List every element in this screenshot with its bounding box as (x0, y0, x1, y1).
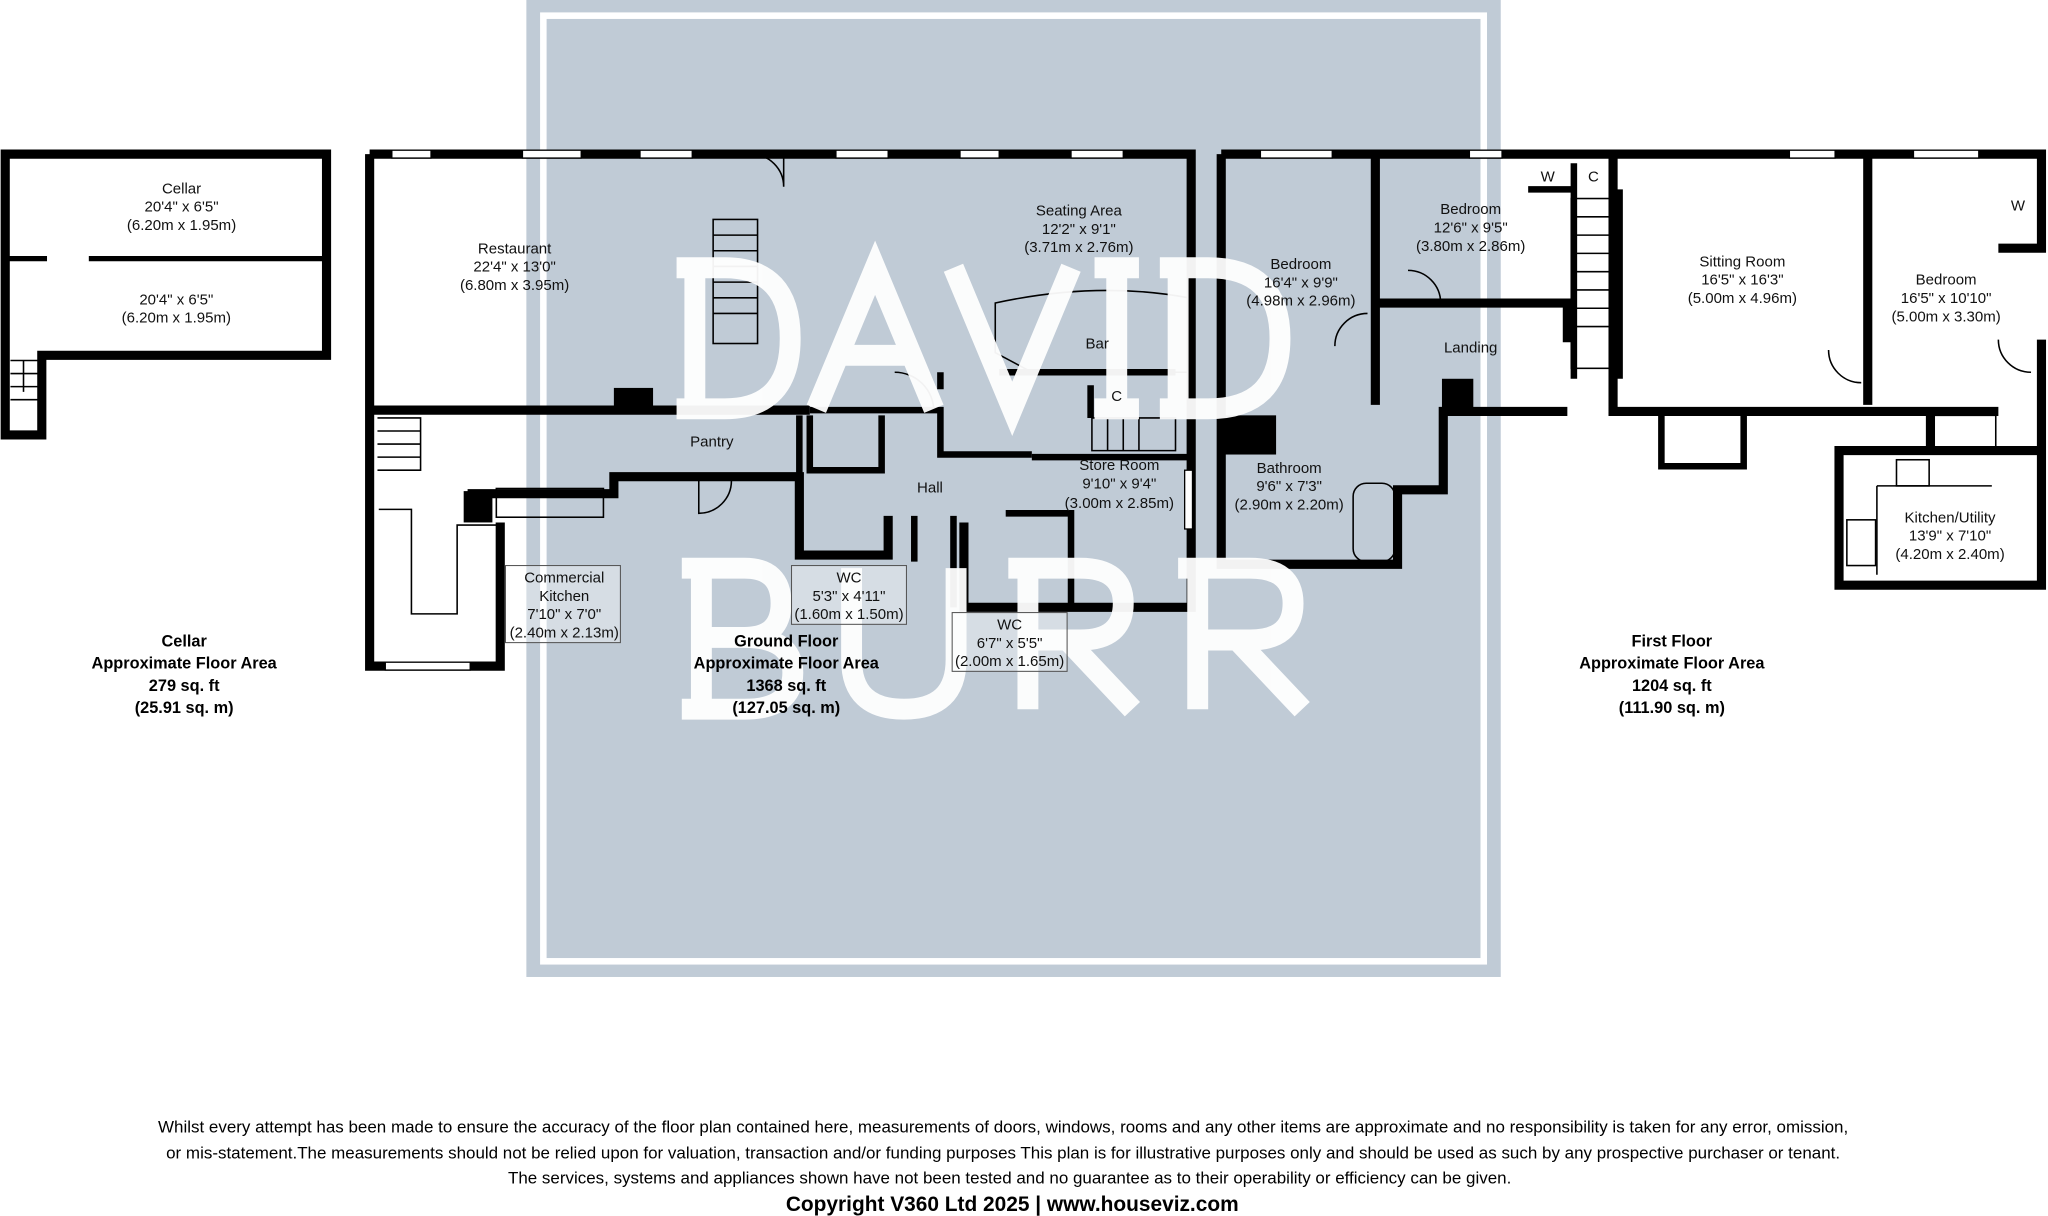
room-dimensions-metric: (3.00m x 2.85m) (1065, 495, 1174, 512)
room-name: Restaurant (478, 240, 552, 257)
room-dimensions-metric: (6.80m x 3.95m) (460, 277, 569, 294)
room-label-store-room: Store Room 9'10" x 9'4" (3.00m x 2.85m) (1065, 457, 1174, 512)
copyright-text: Copyright V360 Ltd 2025 | www.houseviz.c… (786, 1193, 1239, 1216)
room-label-sitting-room: Sitting Room 16'5" x 16'3" (5.00m x 4.96… (1688, 253, 1797, 307)
room-dimensions-metric: (5.00m x 3.30m) (1891, 308, 2000, 325)
room-name-line2: Kitchen (539, 588, 589, 605)
room-label-bedroom-2: Bedroom 12'6" x 9'5" (3.80m x 2.86m) (1416, 201, 1525, 255)
room-dimensions-metric: (3.71m x 2.76m) (1024, 239, 1133, 256)
disclaimer-line: The services, systems and appliances sho… (508, 1168, 1511, 1187)
room-name: Bedroom (1916, 272, 1977, 289)
room-dimensions: 20'4" x 6'5" (139, 291, 213, 308)
cellar-plan (0, 149, 332, 440)
room-name: Bedroom (1270, 256, 1331, 273)
room-label-restaurant: Restaurant 22'4" x 13'0" (6.80m x 3.95m) (460, 240, 569, 294)
room-name: Bedroom (1440, 201, 1501, 218)
floor-area-sqm: (111.90 sq. m) (1619, 699, 1725, 717)
room-name: Store Room (1079, 457, 1159, 474)
room-label-cupboard: C (1588, 169, 1599, 186)
room-name: Kitchen/Utility (1905, 509, 1996, 526)
floor-area-sqm: (25.91 sq. m) (135, 699, 234, 717)
room-label-bathroom: Bathroom 9'6" x 7'3" (2.90m x 2.20m) (1234, 460, 1343, 514)
room-dimensions: 6'7" x 5'5" (977, 635, 1043, 652)
room-dimensions: 16'5" x 16'3" (1701, 272, 1783, 289)
room-dimensions: 16'4" x 9'9" (1264, 274, 1338, 291)
room-dimensions-metric: (5.00m x 4.96m) (1688, 290, 1797, 307)
room-dimensions-metric: (4.20m x 2.40m) (1895, 546, 2004, 563)
floor-area-sqft: 1204 sq. ft (1632, 677, 1712, 695)
room-dimensions-metric: (2.90m x 2.20m) (1234, 496, 1343, 513)
floor-name: Cellar (161, 633, 207, 651)
room-dimensions-metric: (1.60m x 1.50m) (794, 606, 903, 623)
room-dimensions: 22'4" x 13'0" (473, 259, 555, 276)
room-dimensions-metric: (3.80m x 2.86m) (1416, 238, 1525, 255)
room-dimensions-metric: (2.00m x 1.65m) (955, 653, 1064, 670)
room-dimensions-metric: (6.20m x 1.95m) (127, 217, 236, 234)
room-dimensions: 20'4" x 6'5" (145, 199, 219, 216)
floor-summary-first: First Floor Approximate Floor Area 1204 … (1579, 633, 1765, 718)
room-label-pantry: Pantry (690, 434, 734, 451)
watermark-logo (526, 0, 1501, 977)
room-name: Sitting Room (1699, 253, 1785, 270)
room-label-bedroom-1: Bedroom 16'4" x 9'9" (4.98m x 2.96m) (1246, 256, 1355, 310)
room-label-seating-area: Seating Area 12'2" x 9'1" (3.71m x 2.76m… (1024, 203, 1133, 257)
floor-area-label: Approximate Floor Area (1579, 655, 1765, 673)
room-label-wc-2: WC 6'7" x 5'5" (2.00m x 1.65m) (955, 617, 1064, 671)
room-dimensions: 5'3" x 4'11" (813, 588, 886, 605)
room-dimensions: 12'2" x 9'1" (1042, 221, 1116, 238)
watermark-lettering (676, 240, 1310, 720)
floor-summary-ground: Ground Floor Approximate Floor Area 1368… (694, 633, 880, 718)
room-name: Bathroom (1257, 460, 1322, 477)
room-name: WC (997, 617, 1022, 634)
room-label-landing: Landing (1444, 340, 1497, 357)
floor-name: Ground Floor (734, 633, 839, 651)
floor-summary-cellar: Cellar Approximate Floor Area 279 sq. ft… (92, 633, 278, 718)
room-label-cupboard: C (1111, 388, 1122, 405)
room-dimensions: 13'9" x 7'10" (1909, 528, 1991, 545)
room-label-cellar-2: 20'4" x 6'5" (6.20m x 1.95m) (122, 291, 231, 326)
room-name: Cellar (162, 180, 201, 197)
room-label-cellar: Cellar 20'4" x 6'5" (6.20m x 1.95m) (127, 180, 236, 234)
room-dimensions-metric: (2.40m x 2.13m) (510, 624, 619, 641)
room-dimensions: 9'6" x 7'3" (1256, 478, 1322, 495)
footer: Whilst every attempt has been made to en… (158, 1117, 1848, 1215)
room-dimensions-metric: (6.20m x 1.95m) (122, 310, 231, 327)
room-label-bar: Bar (1085, 336, 1108, 353)
disclaimer-line: or mis-statement.The measurements should… (166, 1144, 1840, 1163)
room-dimensions-metric: (4.98m x 2.96m) (1246, 293, 1355, 310)
room-dimensions: 16'5" x 10'10" (1901, 290, 1992, 307)
room-name: Commercial (524, 570, 604, 587)
room-dimensions: 9'10" x 9'4" (1082, 475, 1156, 492)
room-dimensions: 12'6" x 9'5" (1434, 219, 1508, 236)
room-label-hall: Hall (917, 479, 943, 496)
floor-area-sqm: (127.05 sq. m) (732, 699, 840, 717)
room-label-wc-1: WC 5'3" x 4'11" (1.60m x 1.50m) (794, 570, 903, 624)
room-dimensions: 7'10" x 7'0" (527, 606, 601, 623)
room-name: Seating Area (1036, 203, 1123, 220)
floor-area-sqft: 1368 sq. ft (746, 677, 826, 695)
room-label-commercial-kitchen: Commercial Kitchen 7'10" x 7'0" (2.40m x… (510, 570, 619, 642)
room-label-kitchen-utility: Kitchen/Utility 13'9" x 7'10" (4.20m x 2… (1895, 509, 2004, 563)
first-floor-plan (1216, 149, 2047, 590)
room-label-wardrobe-2: W (2011, 197, 2026, 214)
room-name: WC (836, 570, 861, 587)
room-label-wardrobe: W (1541, 169, 1556, 186)
floor-name: First Floor (1632, 633, 1713, 651)
floor-area-label: Approximate Floor Area (694, 655, 880, 673)
floor-area-label: Approximate Floor Area (92, 655, 278, 673)
floor-area-sqft: 279 sq. ft (149, 677, 220, 695)
disclaimer-line: Whilst every attempt has been made to en… (158, 1117, 1848, 1136)
room-label-bedroom-3: Bedroom 16'5" x 10'10" (5.00m x 3.30m) (1891, 272, 2000, 326)
